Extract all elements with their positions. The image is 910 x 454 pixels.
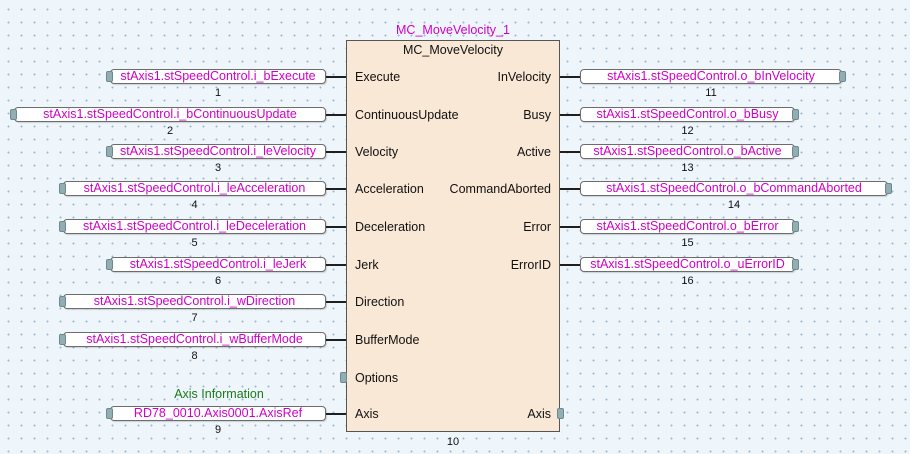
output-pin-error: Error: [523, 220, 551, 234]
input-variable-execute[interactable]: stAxis1.stSpeedControl.i_bExecute: [110, 69, 326, 84]
output-variable-invelocity[interactable]: stAxis1.stSpeedControl.o_bInVelocity: [580, 69, 842, 84]
input-variable-direction[interactable]: stAxis1.stSpeedControl.i_wDirection: [63, 294, 326, 309]
input-number: 5: [191, 237, 198, 249]
input-connector[interactable]: [59, 183, 66, 194]
output-pin-busy: Busy: [523, 108, 551, 122]
output-wire: [560, 76, 580, 78]
input-wire: [326, 264, 346, 266]
input-number: 8: [191, 350, 198, 362]
output-wire: [560, 188, 580, 190]
input-variable-buffermode[interactable]: stAxis1.stSpeedControl.i_wBufferMode: [63, 332, 326, 347]
input-connector[interactable]: [106, 408, 113, 419]
input-pin-jerk: Jerk: [355, 258, 379, 272]
fb-number: 10: [446, 436, 460, 448]
fb-instance-name[interactable]: MC_MoveVelocity_1: [396, 23, 510, 37]
output-connector[interactable]: [792, 109, 799, 120]
input-pin-direction: Direction: [355, 295, 405, 309]
output-number: 13: [681, 162, 694, 174]
output-wire: [560, 226, 580, 228]
output-pin-errorid: ErrorID: [510, 258, 551, 272]
output-connector[interactable]: [885, 183, 892, 194]
input-number: 6: [214, 275, 222, 287]
input-wire: [326, 413, 346, 415]
input-connector[interactable]: [59, 334, 66, 345]
output-number: 15: [681, 237, 694, 249]
input-wire: [326, 114, 346, 116]
input-connector[interactable]: [106, 71, 113, 82]
output-connector[interactable]: [792, 146, 799, 157]
output-wire: [560, 114, 580, 116]
input-pin-execute: Execute: [355, 70, 401, 84]
output-number: 12: [681, 125, 694, 137]
input-connector[interactable]: [59, 296, 66, 307]
input-wire: [326, 301, 346, 303]
input-variable-axis[interactable]: RD78_0010.Axis0001.AxisRef: [110, 406, 326, 421]
axis-comment: Axis Information: [174, 387, 264, 401]
output-pin-invelocity: InVelocity: [497, 70, 551, 84]
output-variable-commandaborted[interactable]: stAxis1.stSpeedControl.o_bCommandAborted: [580, 181, 888, 196]
fb-type-name: MC_MoveVelocity: [402, 43, 504, 57]
input-pin-deceleration: Deceleration: [355, 220, 426, 234]
input-number: 9: [214, 424, 222, 436]
input-variable-acceleration[interactable]: stAxis1.stSpeedControl.i_leAcceleration: [63, 181, 326, 196]
input-wire: [326, 76, 346, 78]
input-number: 1: [214, 87, 222, 99]
input-number: 3: [214, 162, 222, 174]
input-wire: [326, 226, 346, 228]
input-number: 7: [191, 312, 198, 324]
output-variable-active[interactable]: stAxis1.stSpeedControl.o_bActive: [580, 144, 795, 159]
output-connector[interactable]: [839, 71, 846, 82]
input-variable-continuousupdate[interactable]: stAxis1.stSpeedControl.i_bContinuousUpda…: [14, 107, 326, 122]
input-variable-jerk[interactable]: stAxis1.stSpeedControl.i_leJerk: [110, 257, 326, 272]
unconnected-input-connector[interactable]: [340, 372, 347, 383]
input-wire: [326, 151, 346, 153]
input-pin-velocity: Velocity: [355, 145, 399, 159]
output-pin-axis: Axis: [527, 407, 551, 421]
output-variable-busy[interactable]: stAxis1.stSpeedControl.o_bBusy: [580, 107, 795, 122]
output-wire: [560, 151, 580, 153]
input-variable-velocity[interactable]: stAxis1.stSpeedControl.i_leVelocity: [110, 144, 326, 159]
input-pin-options: Options: [355, 371, 399, 385]
output-connector[interactable]: [792, 221, 799, 232]
output-pin-commandaborted: CommandAborted: [449, 182, 551, 196]
unconnected-output-connector[interactable]: [557, 408, 564, 419]
input-wire: [326, 339, 346, 341]
input-pin-acceleration: Acceleration: [355, 182, 424, 196]
input-number: 4: [191, 199, 198, 211]
input-variable-deceleration[interactable]: stAxis1.stSpeedControl.i_leDeceleration: [63, 219, 326, 234]
input-pin-buffermode: BufferMode: [355, 333, 420, 347]
output-variable-errorid[interactable]: stAxis1.stSpeedControl.o_uErrorID: [580, 257, 795, 272]
input-connector[interactable]: [106, 146, 113, 157]
output-number: 14: [727, 199, 741, 211]
input-pin-continuousupdate: ContinuousUpdate: [355, 108, 459, 122]
output-variable-error[interactable]: stAxis1.stSpeedControl.o_bError: [580, 219, 795, 234]
output-number: 16: [681, 275, 694, 287]
input-wire: [326, 188, 346, 190]
output-wire: [560, 264, 580, 266]
input-connector[interactable]: [59, 221, 66, 232]
output-number: 11: [705, 87, 717, 99]
output-pin-active: Active: [516, 145, 551, 159]
input-connector[interactable]: [106, 259, 113, 270]
input-pin-axis: Axis: [355, 407, 379, 421]
input-connector[interactable]: [10, 109, 17, 120]
input-number: 2: [166, 125, 174, 137]
output-connector[interactable]: [792, 259, 799, 270]
